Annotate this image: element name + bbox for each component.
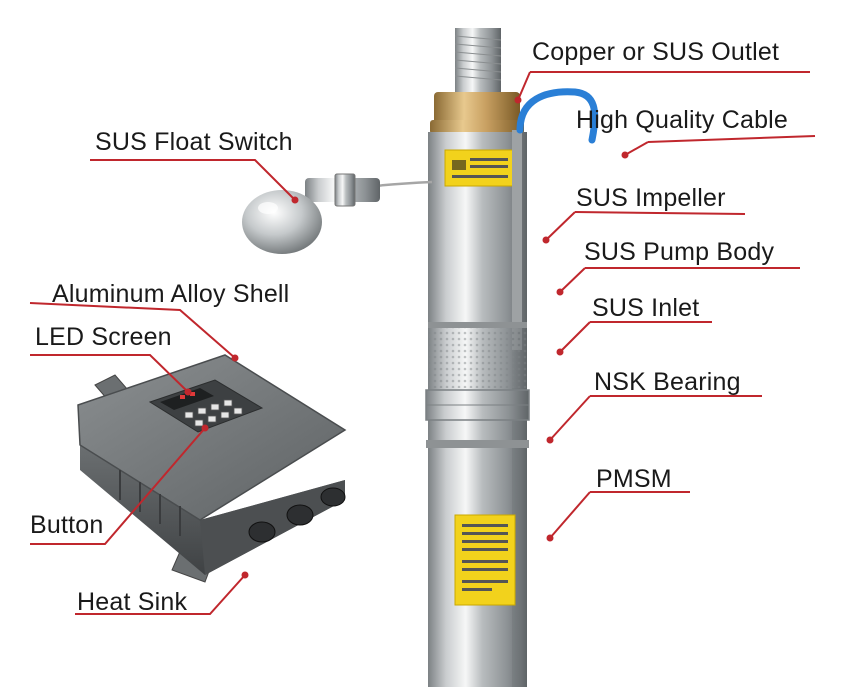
leader-pmsm-tip (549, 491, 591, 539)
leader-cable (647, 135, 816, 143)
float-cable (374, 180, 433, 188)
leader-lines (29, 71, 816, 615)
sticker-text-line (462, 568, 508, 571)
float-nut (334, 173, 356, 207)
sticker-text-line (462, 588, 492, 591)
brass-collar (430, 120, 524, 134)
label-heat-sink: Heat Sink (77, 588, 188, 616)
leader-led (30, 354, 189, 393)
leader-heatsink (75, 574, 246, 615)
sticker-text-line (462, 580, 508, 583)
leader-inlet-tip (559, 321, 591, 353)
sticker-text-line (462, 524, 508, 527)
sticker-text-line (470, 158, 508, 161)
sticker-text-line (452, 175, 508, 178)
motor-band (426, 440, 529, 448)
inlet-band (428, 322, 527, 328)
leader-impeller (574, 211, 746, 215)
brass-outlet (434, 92, 520, 126)
label-inlet: SUS Inlet (592, 294, 700, 322)
controller (77, 354, 347, 583)
leader-float (90, 159, 296, 201)
sticker-text-line (462, 540, 508, 543)
label-button: Button (30, 511, 104, 539)
label-outlet: Copper or SUS Outlet (532, 38, 780, 66)
float-ball (242, 190, 322, 254)
float-switch (242, 173, 433, 254)
outlet-thread (454, 35, 502, 81)
sticker-text-line (462, 560, 508, 563)
sticker-text-line (462, 548, 508, 551)
sticker-icon (452, 160, 466, 170)
leader-outlet-tip (517, 71, 531, 101)
keypad (184, 399, 243, 427)
blue-cable (516, 88, 599, 144)
inlet-mesh-shade (428, 328, 527, 388)
label-pmsm: PMSM (596, 465, 672, 493)
fins (119, 470, 181, 536)
cable-glands (248, 487, 346, 543)
label-cable: High Quality Cable (576, 106, 789, 134)
label-impeller: SUS Impeller (576, 184, 726, 212)
control-panel (148, 379, 264, 433)
led-digit (190, 392, 195, 396)
led-digit (180, 395, 185, 399)
sticker-text-line (462, 532, 508, 535)
float-highlight (258, 202, 278, 214)
leader-shell (29, 302, 236, 359)
led-display (160, 388, 214, 410)
box-top (77, 354, 347, 521)
cable-sheath (512, 130, 522, 350)
label-float-switch: SUS Float Switch (95, 128, 293, 156)
leader-cable-tip (624, 141, 649, 156)
pump (425, 28, 599, 687)
leader-dots (184, 96, 629, 579)
leader-button (30, 427, 206, 545)
sticker-text-line (470, 165, 508, 168)
label-pump-body: SUS Pump Body (584, 238, 775, 266)
leader-bearing-tip (549, 395, 591, 441)
leader-body-tip (559, 267, 586, 293)
label-led-screen: LED Screen (35, 323, 172, 351)
label-shell: Aluminum Alloy Shell (52, 280, 290, 308)
label-bearing: NSK Bearing (594, 368, 741, 396)
leader-impeller-tip (545, 211, 576, 241)
